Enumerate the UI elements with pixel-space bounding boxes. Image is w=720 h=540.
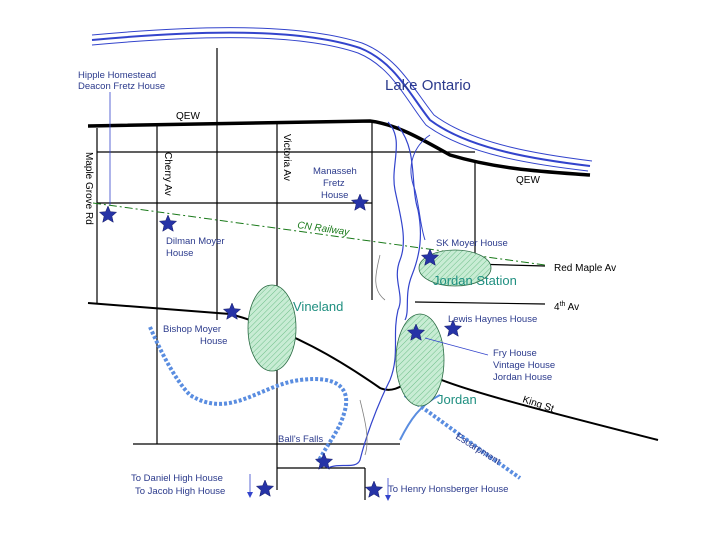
red-maple-label: Red Maple Av [554,263,616,274]
hipple-label-2: Deacon Fretz House [78,81,165,92]
lewis-label: Lewis Haynes House [448,314,537,325]
hipple-label-1: Hipple Homestead [78,70,156,81]
vineland-zone [247,284,297,372]
qew-label-west: QEW [176,111,200,122]
honsberger-marker[interactable] [364,480,384,498]
dilman-label-1: Dilman Moyer [166,236,225,247]
railway-label: CN Railway [297,220,351,238]
fry-label-1: Fry House [493,348,537,359]
jordan-label: Jordan [437,392,477,407]
cherry-label: Cherry Av [162,152,173,196]
fry-pointer [424,337,489,356]
dilman-label-2: House [166,248,193,259]
fry-label-3: Jordan House [493,372,552,383]
daniel-label-2: To Jacob High House [135,486,225,497]
jordan-station-label: Jordan Station [433,273,517,288]
daniel-arrow-head [247,492,253,498]
manasseh-label-3: House [321,190,348,201]
manasseh-label-2: Fretz [323,178,345,189]
creek [327,121,441,469]
escarpment-label: Escarpment [453,431,502,467]
escarpment-line [148,326,522,480]
lake-shoreline [91,27,593,172]
king-st-label: King St [521,394,555,414]
bishop-label-1: Bishop Moyer [163,324,221,335]
lake-label: Lake Ontario [385,77,471,94]
qew-highway [87,119,591,177]
bishop-marker[interactable] [222,302,242,320]
jordan-zone [395,313,445,407]
hipple-marker[interactable] [98,205,118,223]
henry-label: To Henry Honsberger House [388,484,508,495]
fry-marker[interactable] [406,323,426,341]
maple-grove-label: Maple Grove Rd [83,152,94,225]
balls-falls-label: Ball's Falls [278,434,323,445]
lewis-marker[interactable] [443,319,463,337]
skmoyer-label: SK Moyer House [436,238,508,249]
site-markers [98,193,463,498]
daniel-label-1: To Daniel High House [131,473,223,484]
jordan-station-zone [418,249,492,287]
high-house-marker[interactable] [255,479,275,497]
victoria-label: Victoria Av [281,134,292,181]
dilman-marker[interactable] [158,214,178,232]
manasseh-label-1: Manasseh [313,166,357,177]
qew-label-east: QEW [516,175,540,186]
fourth-av-label: 4th Av [554,301,579,313]
bishop-label-2: House [200,336,227,347]
skmoyer-marker[interactable] [420,248,440,266]
fry-label-2: Vintage House [493,360,555,371]
vineland-label: Vineland [293,299,343,314]
henry-arrow-head [385,495,391,501]
balls-falls-marker[interactable] [314,452,334,470]
manasseh-marker[interactable] [350,193,370,211]
